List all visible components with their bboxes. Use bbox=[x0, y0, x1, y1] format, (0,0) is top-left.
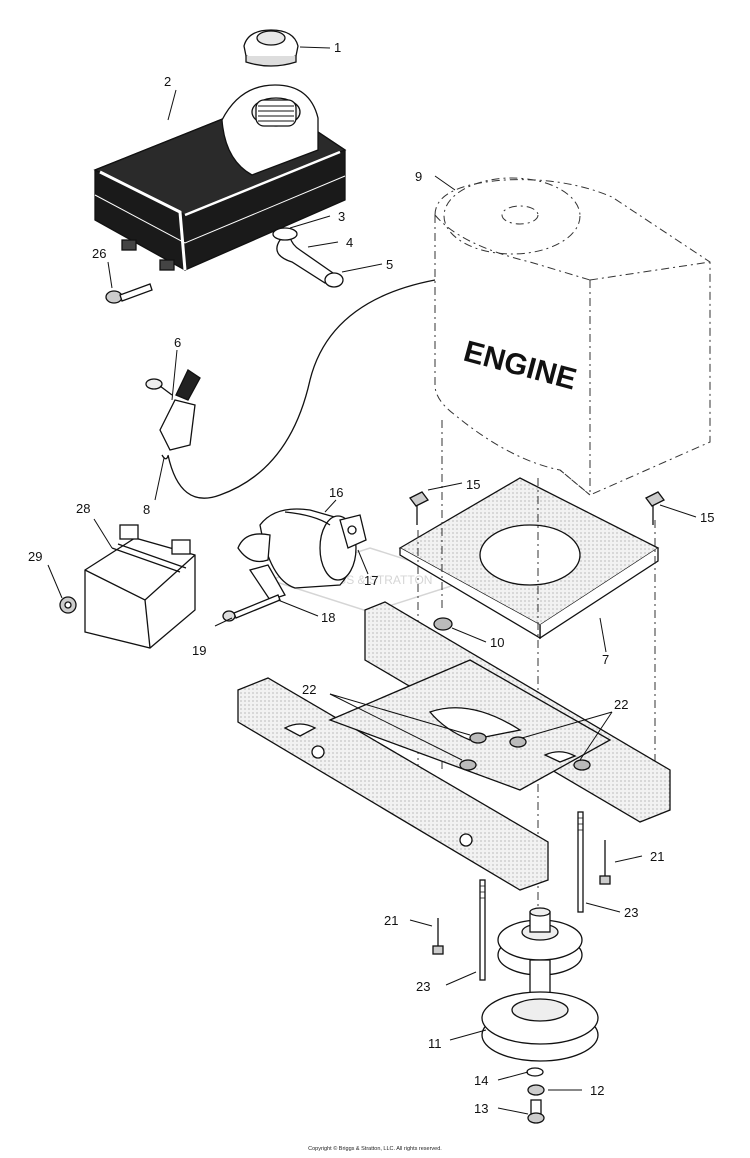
callout-15-right: 15 bbox=[700, 510, 714, 525]
callout-6: 6 bbox=[174, 335, 181, 350]
pulley-lower bbox=[481, 991, 599, 1062]
callout-3: 3 bbox=[338, 209, 345, 224]
callout-14: 14 bbox=[474, 1073, 488, 1088]
nut-12 bbox=[527, 1084, 545, 1096]
hex-nuts-22 bbox=[459, 732, 591, 771]
bolt-21-left bbox=[432, 918, 444, 955]
muffler-guard bbox=[84, 524, 196, 649]
callout-8: 8 bbox=[143, 502, 150, 517]
chassis-frame bbox=[237, 601, 671, 891]
callout-labels: 1 2 3 4 5 26 6 8 9 15 15 16 17 18 19 10 … bbox=[28, 40, 714, 1116]
copyright-notice: Copyright © Briggs & Stratton, LLC. All … bbox=[308, 1146, 442, 1152]
bolt-21-right bbox=[599, 840, 611, 885]
bolt-right bbox=[645, 491, 665, 525]
callout-13: 13 bbox=[474, 1101, 488, 1116]
callout-5: 5 bbox=[386, 257, 393, 272]
muffler-bracket bbox=[248, 564, 286, 601]
nut-10 bbox=[433, 617, 453, 631]
callout-28: 28 bbox=[76, 501, 90, 516]
callout-18: 18 bbox=[321, 610, 335, 625]
callout-12: 12 bbox=[590, 1083, 604, 1098]
fuel-line-hose bbox=[272, 227, 344, 288]
muffler-gasket bbox=[339, 514, 367, 549]
callout-23-right: 23 bbox=[624, 905, 638, 920]
callout-17: 17 bbox=[364, 573, 378, 588]
bolt-left bbox=[409, 491, 429, 525]
callout-2: 2 bbox=[164, 74, 171, 89]
fuel-tank bbox=[93, 84, 347, 271]
muffler-bolt bbox=[222, 594, 281, 622]
engine-block: ENGINE bbox=[434, 177, 711, 496]
callout-21-left: 21 bbox=[384, 913, 398, 928]
leader-lines bbox=[47, 46, 697, 1115]
throttle-control bbox=[145, 369, 201, 460]
callout-1: 1 bbox=[334, 40, 341, 55]
callout-21-right: 21 bbox=[650, 849, 664, 864]
callout-23-left: 23 bbox=[416, 979, 430, 994]
engine-label: ENGINE bbox=[460, 335, 580, 397]
callout-4: 4 bbox=[346, 235, 353, 250]
tank-screw bbox=[105, 283, 153, 304]
pulley-upper bbox=[497, 907, 583, 976]
callout-11: 11 bbox=[428, 1036, 442, 1051]
callout-7: 7 bbox=[602, 652, 609, 667]
callout-15-left: 15 bbox=[466, 477, 480, 492]
washer-14 bbox=[526, 1067, 544, 1077]
nut-29 bbox=[59, 596, 77, 614]
callout-29: 29 bbox=[28, 549, 42, 564]
callout-22-right: 22 bbox=[614, 697, 628, 712]
engine-mount-plate bbox=[398, 477, 660, 640]
callout-26: 26 bbox=[92, 246, 106, 261]
fuel-cap bbox=[243, 29, 299, 67]
bolt-13 bbox=[527, 1099, 545, 1124]
callout-10: 10 bbox=[490, 635, 504, 650]
muffler bbox=[237, 508, 357, 589]
callout-16: 16 bbox=[329, 485, 343, 500]
callout-9: 9 bbox=[415, 169, 422, 184]
throttle-cable bbox=[167, 279, 436, 499]
rod-23-left bbox=[479, 879, 486, 981]
callout-22-left: 22 bbox=[302, 682, 316, 697]
callout-19: 19 bbox=[192, 643, 206, 658]
rod-23-right bbox=[577, 811, 584, 913]
